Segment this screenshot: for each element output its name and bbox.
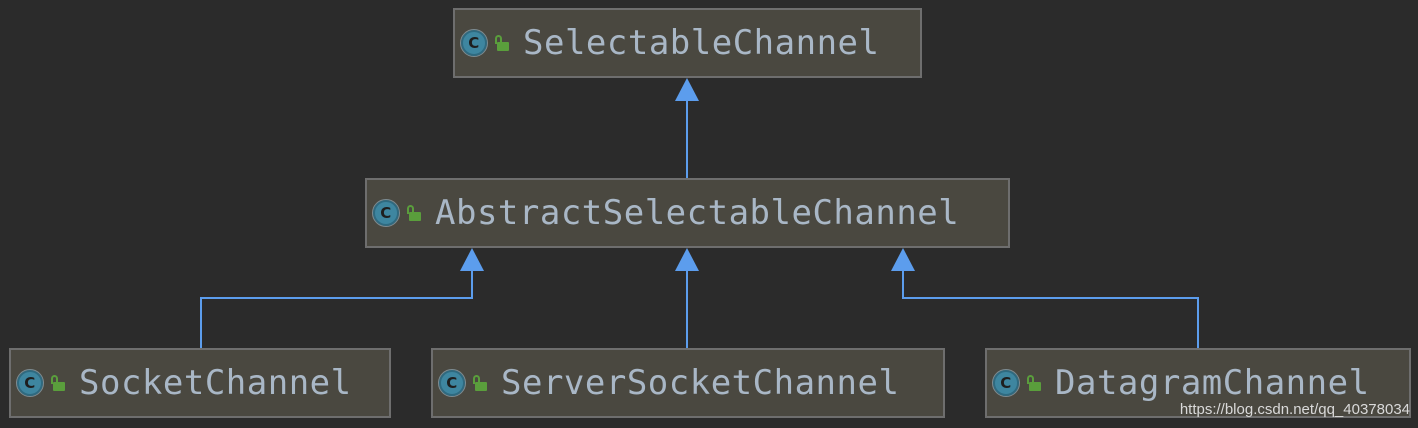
edge-arrowhead — [891, 248, 915, 271]
class-name: DatagramChannel — [1055, 363, 1370, 403]
watermark-url: https://blog.csdn.net/qq_40378034 — [1179, 401, 1410, 418]
class-icon: C — [438, 369, 466, 397]
class-node-server-socket-channel[interactable]: C ServerSocketChannel — [431, 348, 945, 418]
lock-icon — [51, 375, 65, 391]
lock-icon — [473, 375, 487, 391]
class-node-selectable-channel[interactable]: C SelectableChannel — [453, 8, 922, 78]
edge-arrowhead — [675, 78, 699, 101]
class-node-abstract-selectable-channel[interactable]: C AbstractSelectableChannel — [365, 178, 1010, 248]
lock-icon — [495, 35, 509, 51]
class-name: ServerSocketChannel — [501, 363, 900, 403]
class-icon: C — [992, 369, 1020, 397]
edge-arrowhead — [460, 248, 484, 271]
class-name: SocketChannel — [79, 363, 352, 403]
class-name: SelectableChannel — [523, 23, 880, 63]
lock-icon — [1027, 375, 1041, 391]
class-icon: C — [16, 369, 44, 397]
class-node-socket-channel[interactable]: C SocketChannel — [9, 348, 391, 418]
class-node-datagram-channel[interactable]: C DatagramChannel — [985, 348, 1411, 418]
edge-arrowhead — [675, 248, 699, 271]
edge-datagram-to-abstract — [902, 270, 1199, 348]
edge-socket-to-abstract — [200, 270, 473, 348]
lock-icon — [407, 205, 421, 221]
class-name: AbstractSelectableChannel — [435, 193, 960, 233]
class-icon: C — [372, 199, 400, 227]
class-icon: C — [460, 29, 488, 57]
